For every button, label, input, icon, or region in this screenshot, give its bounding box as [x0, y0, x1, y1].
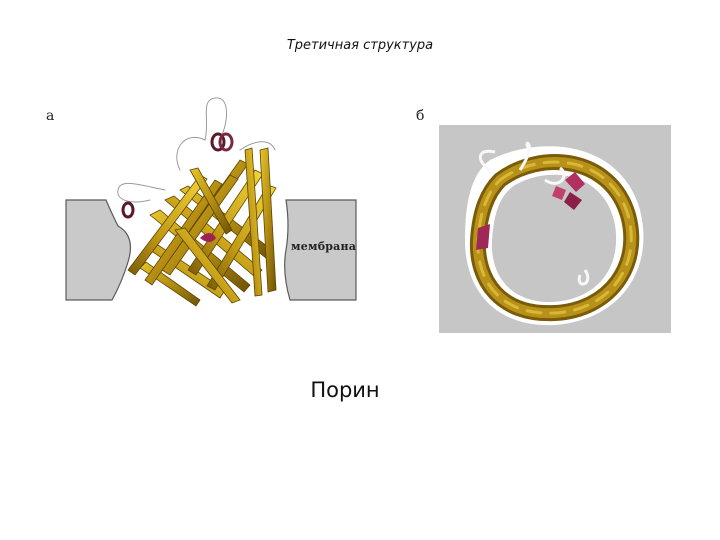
- slide-title: Третичная структура: [286, 38, 434, 53]
- panel-a-label: а: [46, 108, 55, 124]
- beta-barrel-strands-a: [127, 147, 277, 307]
- coil-loops-b: [479, 141, 590, 286]
- membrane-right-block: [284, 199, 357, 301]
- helix-a: [121, 132, 234, 242]
- helix-b: [476, 172, 585, 250]
- panel-b-label: б: [416, 108, 425, 124]
- membrane-label: мембрана: [291, 240, 357, 253]
- caption-porin: Порин: [310, 378, 380, 402]
- membrane-left-block: [65, 199, 131, 301]
